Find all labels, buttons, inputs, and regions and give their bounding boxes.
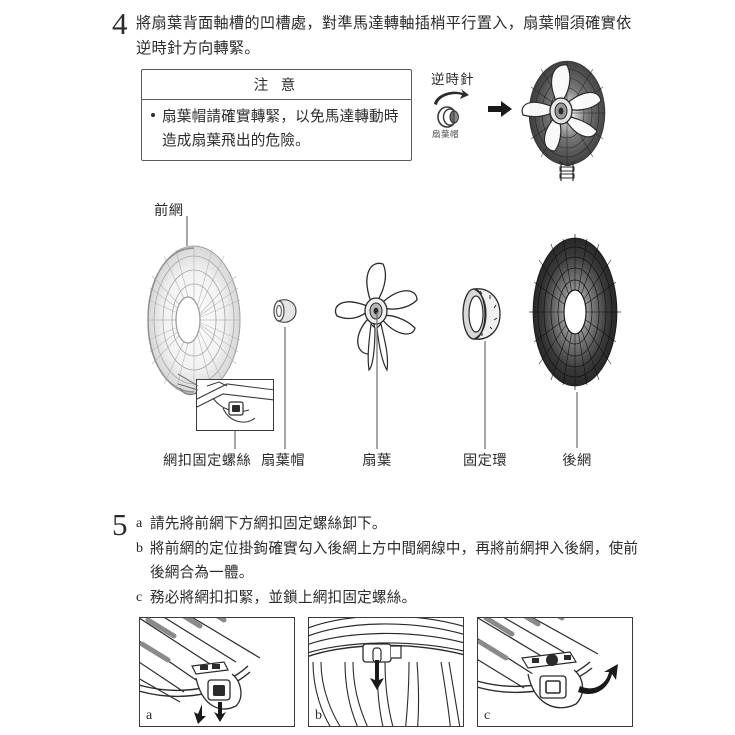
grill-hook-insert-icon [309, 618, 463, 726]
detail-panel-b: b [308, 617, 464, 727]
retaining-ring-illustration [460, 285, 504, 347]
step-5-text-b: 將前網的定位掛鉤確實勾入後網上方中間網線中，再將前網押入後網，使前後網合為一體。 [150, 539, 639, 582]
retaining-ring-leader-line [483, 341, 487, 453]
front-grill-leader-line [185, 216, 189, 250]
front-grill-illustration [136, 240, 256, 404]
step-5-list: a 請先將前網下方網扣固定螺絲卸下。 b 將前網的定位掛鉤確實勾入後網上方中間網… [136, 512, 646, 610]
step-5-key-b: b [136, 540, 144, 556]
blade-cap-leader-line [283, 327, 287, 453]
fan-blade-illustration [325, 258, 435, 382]
step-4-instruction: 將扇葉背面軸槽的凹槽處，對準馬達轉軸插梢平行置入，扇葉帽須確實依逆時針方向轉緊。 [136, 14, 632, 57]
step-5-item-b: b 將前網的定位掛鉤確實勾入後網上方中間網線中，再將前網押入後網，使前後網合為一… [136, 537, 646, 586]
notice-title: 注 意 [142, 70, 411, 100]
detail-panel-c: c [477, 617, 633, 727]
blade-cap-illustration [270, 295, 300, 331]
grill-clip-screw-leader-line [233, 431, 237, 453]
detail-panel-a: a [139, 617, 295, 727]
part-label-grill-clip-screw: 網扣固定螺絲 [163, 453, 252, 469]
detail-zoom-connector [177, 370, 208, 396]
part-label-fan-blade: 扇葉 [362, 453, 392, 469]
notice-box: 注 意 扇葉帽請確實轉緊，以免馬達轉動時造成扇葉飛出的危險。 [141, 69, 412, 161]
step-5-text-a: 請先將前網下方網扣固定螺絲卸下。 [150, 515, 387, 532]
step-5-key-c: c [136, 589, 143, 605]
panel-letter-c: c [484, 708, 491, 723]
counterclockwise-label: 逆時針 [431, 72, 475, 88]
blade-cap-callout-label: 扇葉帽 [432, 130, 460, 140]
panel-letter-b: b [315, 708, 322, 723]
fan-head-assembly-illustration [495, 55, 635, 189]
bullet-point-icon [151, 113, 155, 117]
step-5-item-c: c 務必將網扣扣緊，並鎖上網扣固定螺絲。 [136, 586, 646, 611]
step-5-item-a: a 請先將前網下方網扣固定螺絲卸下。 [136, 512, 646, 537]
grill-clip-release-icon [140, 618, 261, 724]
panel-letter-a: a [146, 708, 153, 723]
rear-grill-leader-line [575, 392, 579, 452]
step-5-key-a: a [136, 516, 143, 531]
right-arrow-icon [487, 100, 513, 118]
grill-clip-screw-detail-box [196, 379, 274, 431]
part-label-rear-grill: 後網 [562, 453, 592, 469]
counterclockwise-arrow-icon [430, 88, 482, 130]
front-grill-label: 前網 [154, 203, 184, 219]
part-label-retaining-ring: 固定環 [462, 453, 508, 469]
fan-blade-leader-line [375, 312, 379, 453]
step-5-text-c: 務必將網扣扣緊，並鎖上網扣固定螺絲。 [150, 588, 417, 606]
step-5-number: 5 [112, 507, 128, 542]
rear-grill-illustration [523, 232, 633, 396]
part-label-blade-cap: 扇葉帽 [260, 453, 306, 469]
notice-text: 扇葉帽請確實轉緊，以免馬達轉動時造成扇葉飛出的危險。 [162, 108, 399, 149]
grill-clip-lock-icon [478, 618, 618, 709]
step-4-number: 4 [112, 6, 128, 41]
notice-body: 扇葉帽請確實轉緊，以免馬達轉動時造成扇葉飛出的危險。 [142, 100, 411, 160]
